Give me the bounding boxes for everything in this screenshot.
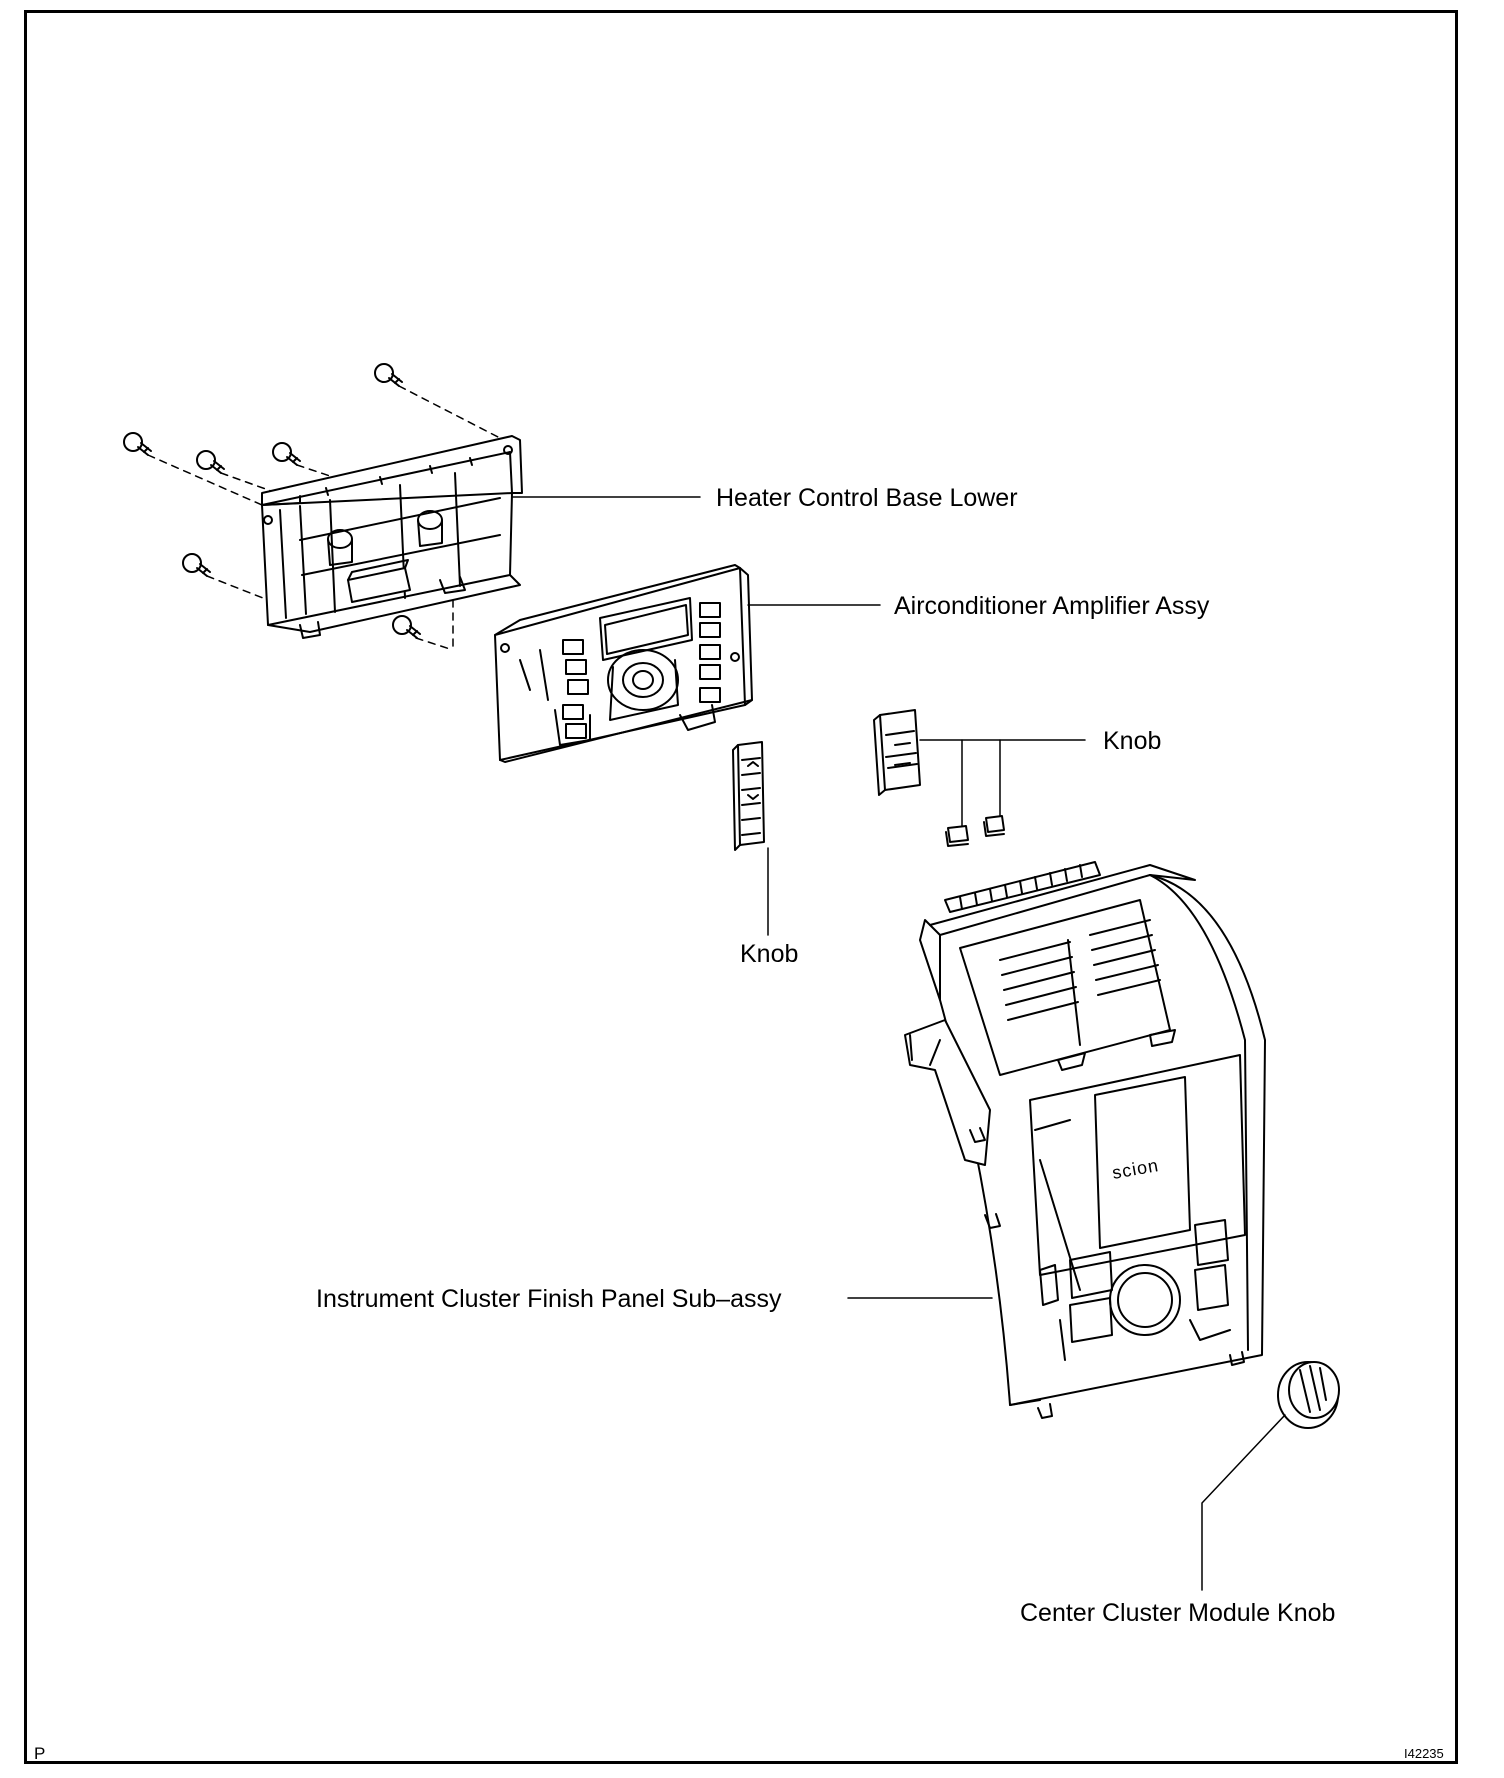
figure-id: I42235 xyxy=(1404,1746,1444,1761)
diagram-frame xyxy=(24,10,1458,1764)
label-knob-right: Knob xyxy=(1103,727,1162,755)
heater-control-base-lower-part xyxy=(261,435,523,639)
corner-letter: P xyxy=(34,1744,46,1763)
knob-lower-part xyxy=(732,741,765,851)
screw-3 xyxy=(272,442,301,466)
screw-2 xyxy=(196,450,225,474)
screw-4 xyxy=(374,363,403,387)
instrument-cluster-finish-panel-part xyxy=(904,861,1266,1419)
center-knob-leader xyxy=(1201,1414,1286,1591)
label-instrument-cluster-finish-panel: Instrument Cluster Finish Panel Sub–assy xyxy=(316,1285,782,1313)
screw-6 xyxy=(392,615,421,639)
screw-5 xyxy=(182,553,211,577)
airconditioner-amplifier-assy-part xyxy=(494,564,753,763)
center-cluster-module-knob-part xyxy=(1277,1361,1340,1429)
knob-right-leader xyxy=(919,739,1086,827)
knob-right-part xyxy=(873,709,1005,847)
screw-1 xyxy=(123,432,152,456)
label-airconditioner-amplifier-assy: Airconditioner Amplifier Assy xyxy=(894,592,1210,620)
label-center-cluster-module-knob: Center Cluster Module Knob xyxy=(1020,1599,1336,1627)
label-knob-lower: Knob xyxy=(740,940,799,968)
label-heater-control-base-lower: Heater Control Base Lower xyxy=(716,484,1018,512)
